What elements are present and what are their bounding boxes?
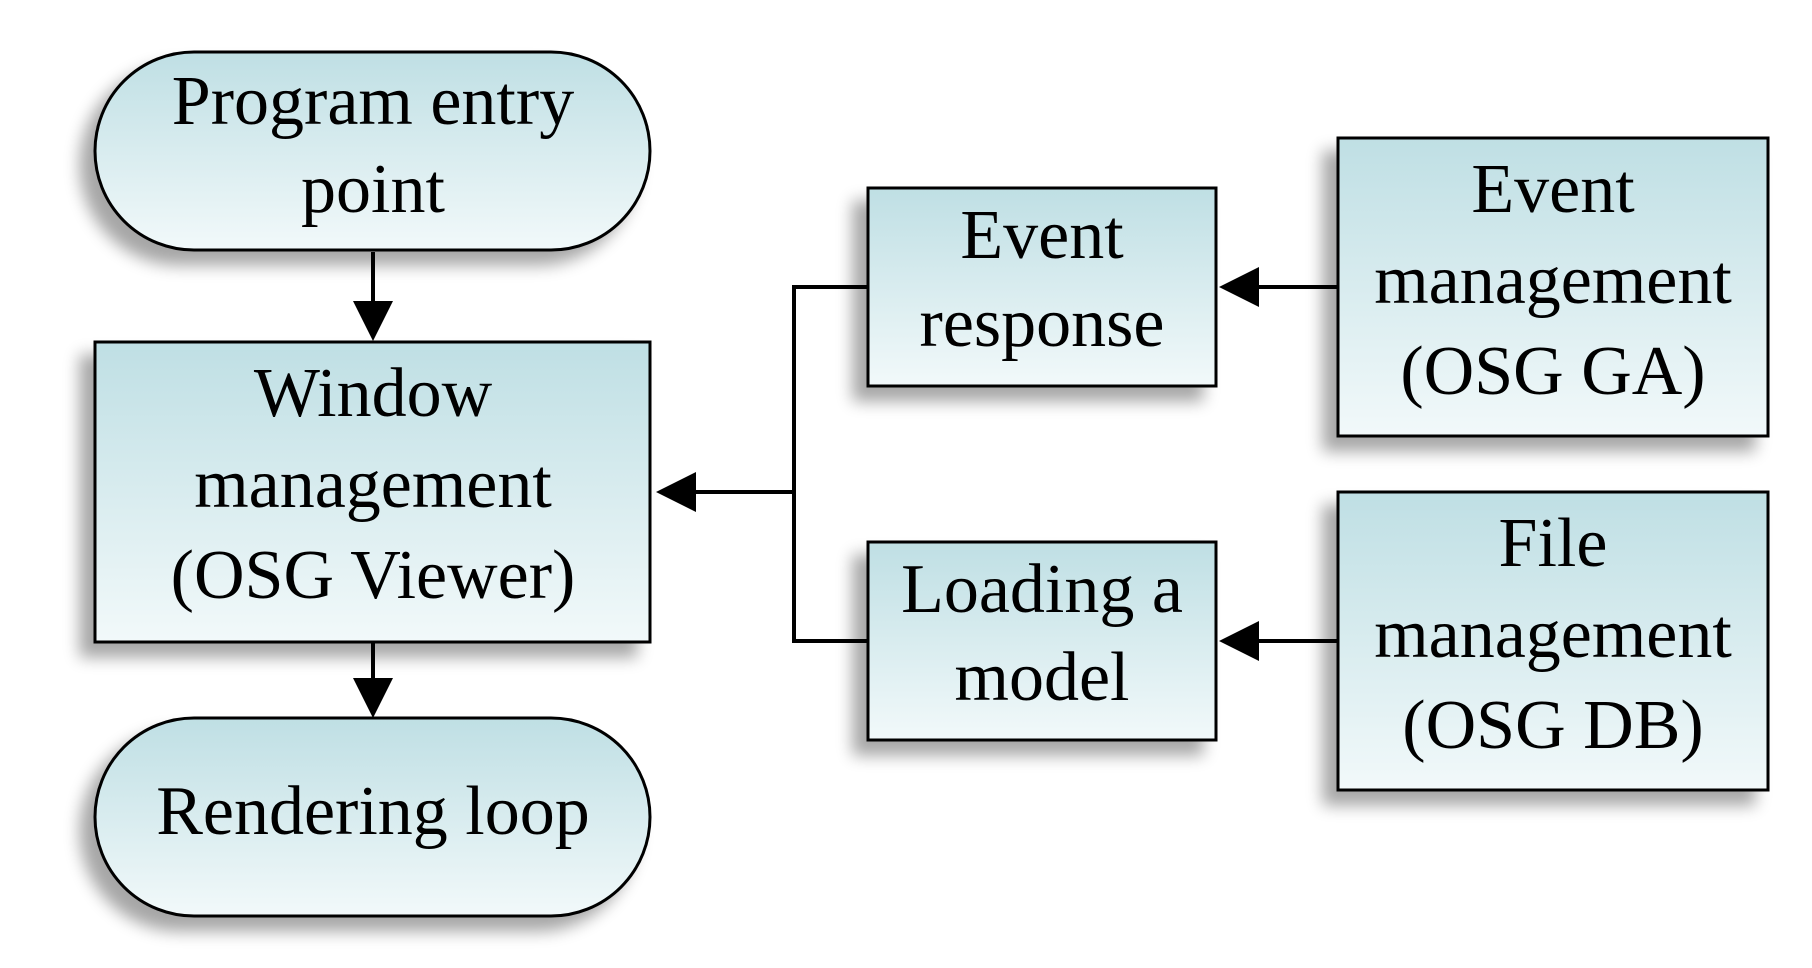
node-file-management: File management (OSG DB) <box>1336 490 1770 792</box>
node-loading-model: Loading a model <box>866 540 1218 742</box>
node-program-entry-line1: Program entry <box>172 63 574 140</box>
node-window-management-line1: Window <box>254 355 493 432</box>
node-event-response: Event response <box>866 186 1218 388</box>
node-rendering-loop-line1: Rendering loop <box>156 773 590 850</box>
node-event-response-line2: response <box>920 285 1165 362</box>
node-event-management: Event management (OSG GA) <box>1336 136 1770 438</box>
bracket-right-to-window <box>792 285 868 643</box>
node-window-management-line2: management <box>194 446 552 523</box>
node-window-management-line3: (OSG Viewer) <box>171 537 576 614</box>
node-loading-model-line1: Loading a <box>901 551 1183 628</box>
node-event-management-line3: (OSG GA) <box>1400 333 1705 410</box>
node-event-management-line2: management <box>1374 242 1732 319</box>
node-file-management-line3: (OSG DB) <box>1402 687 1703 764</box>
node-loading-model-line2: model <box>955 639 1130 716</box>
node-event-management-line1: Event <box>1471 151 1635 228</box>
node-file-management-line1: File <box>1499 505 1608 582</box>
node-program-entry: Program entry point <box>93 50 652 252</box>
connectors <box>353 252 1338 718</box>
node-rendering-loop: Rendering loop <box>93 716 652 918</box>
node-program-entry-line2: point <box>301 151 445 228</box>
node-event-response-line1: Event <box>960 197 1124 274</box>
node-file-management-line2: management <box>1374 596 1732 673</box>
node-window-management: Window management (OSG Viewer) <box>93 340 652 644</box>
